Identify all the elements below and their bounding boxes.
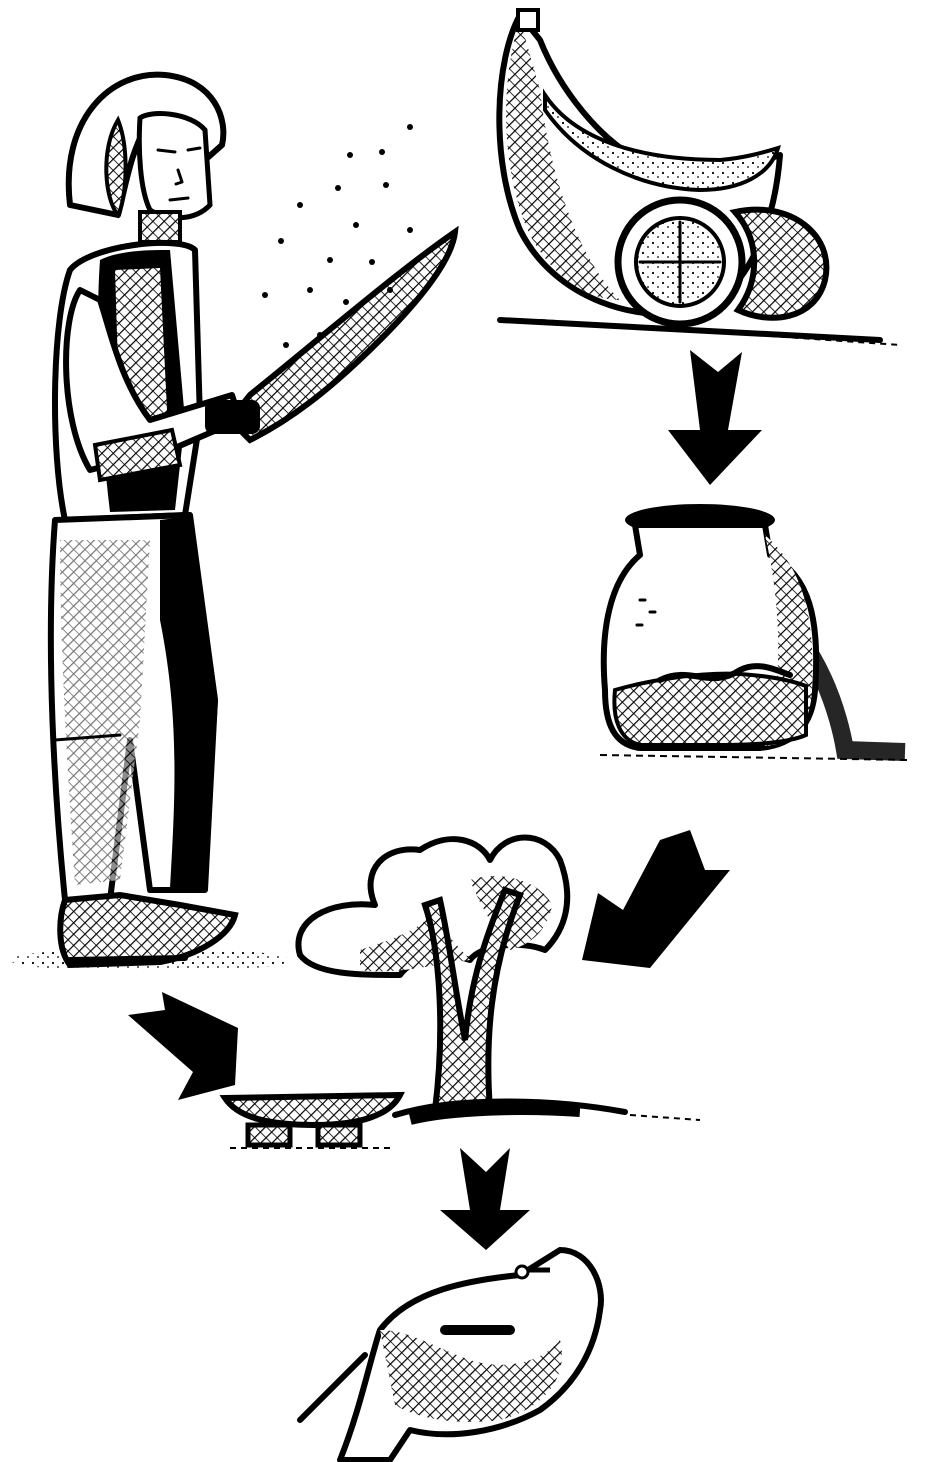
jar-with-seeds-icon xyxy=(600,504,910,760)
arrow-down-icon xyxy=(668,350,762,485)
arrow-down-left-icon xyxy=(582,830,730,968)
arrow-down-icon xyxy=(440,1148,530,1250)
hand-holding-seed-icon xyxy=(300,1250,601,1460)
arrow-down-right-icon xyxy=(128,992,238,1100)
cut-fruit-with-seeds-icon xyxy=(499,10,900,345)
person-with-machete-icon xyxy=(10,75,455,972)
bowl-on-stand-icon xyxy=(225,1095,400,1148)
